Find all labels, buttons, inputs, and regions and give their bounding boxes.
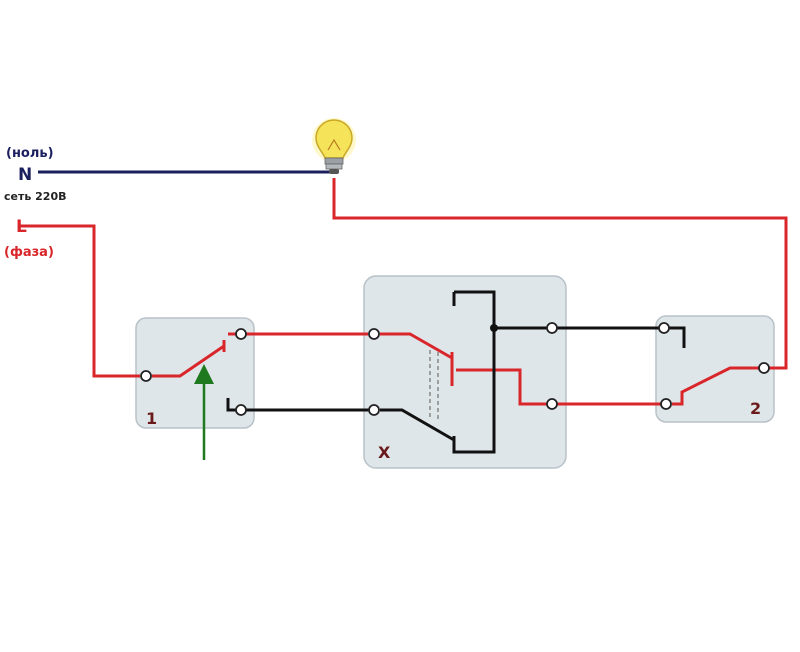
switch-2-label: 2	[750, 399, 761, 418]
terminal-s2-bottom	[660, 398, 672, 410]
phase-note: (фаза)	[4, 245, 54, 260]
phase-wire-input	[20, 224, 140, 378]
cross-lever-top	[380, 332, 453, 360]
switch-2-top-contact	[668, 326, 686, 348]
terminal-s2-common	[758, 362, 770, 374]
terminal-x-out-top	[546, 322, 558, 334]
neutral-note: (ноль)	[6, 146, 54, 161]
terminal-s2-top	[658, 322, 670, 334]
phase-letter: L	[16, 217, 27, 237]
terminal-x-out-bottom	[546, 398, 558, 410]
cross-switch-box	[363, 275, 567, 469]
cross-switch-label: X	[378, 443, 391, 462]
switch-2-lever	[672, 366, 760, 406]
terminal-x-in-top	[368, 328, 380, 340]
terminal-s1-common	[140, 370, 152, 382]
switch-1-lever	[152, 344, 225, 378]
up-arrow-icon	[194, 364, 214, 460]
phase-wire-to-lamp	[332, 178, 788, 370]
terminal-s1-top	[235, 328, 247, 340]
network-label: сеть 220В	[4, 190, 67, 203]
cross-black-path	[452, 290, 496, 454]
terminal-s1-bottom	[235, 404, 247, 416]
switch-1-bottom-contact	[226, 398, 236, 412]
switch-1-label: 1	[146, 409, 157, 428]
neutral-letter: N	[18, 165, 32, 185]
terminal-x-in-bottom	[368, 404, 380, 416]
cross-red-out	[456, 368, 548, 406]
cross-junction-dot	[490, 324, 498, 332]
cross-lever-bottom	[380, 408, 455, 442]
light-bulb-icon	[312, 118, 356, 174]
